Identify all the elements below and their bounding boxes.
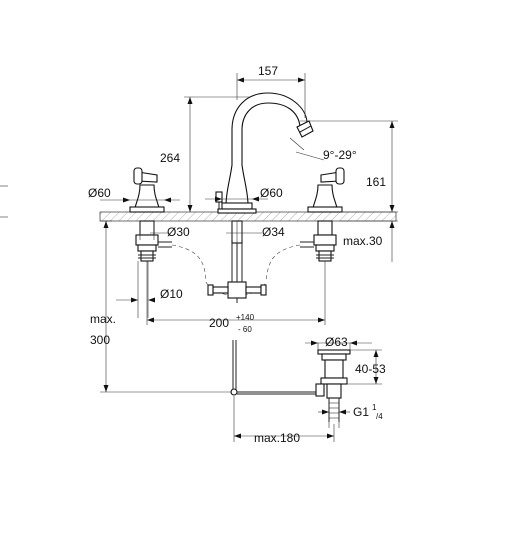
label-waste-thread-den: /4 (376, 412, 383, 421)
label-waste-thread: G1 (353, 405, 369, 419)
right-handle (300, 167, 345, 262)
label-handle-diameter: Ø60 (88, 186, 111, 200)
label-centres-minus: - 60 (238, 325, 252, 334)
label-depth-2: 300 (90, 333, 110, 347)
label-waste-height: 40-53 (355, 362, 386, 376)
label-hose-diameter: Ø10 (160, 287, 183, 301)
dimension-labels: 157 264 9°-29° 161 Ø60 Ø60 Ø30 Ø34 max.3… (88, 64, 386, 445)
label-161: 161 (366, 175, 386, 189)
dimension-lines (100, 73, 398, 442)
label-depth-1: max. (90, 312, 116, 326)
label-deck-thickness: max.30 (343, 234, 383, 248)
label-handle-hole: Ø30 (167, 225, 190, 239)
label-264: 264 (160, 151, 180, 165)
label-waste-thread-num: 1 (372, 403, 377, 412)
left-handle (129, 167, 172, 262)
label-spout-diameter: Ø60 (260, 186, 283, 200)
label-centres: 200 (209, 316, 229, 330)
label-rod-length: max.180 (254, 431, 300, 445)
label-157: 157 (258, 64, 278, 78)
label-waste-diameter: Ø63 (325, 335, 348, 349)
label-centres-plus: +140 (236, 313, 255, 322)
countertop (0, 185, 397, 222)
label-spout-hole: Ø34 (262, 225, 285, 239)
label-angle: 9°-29° (323, 148, 357, 162)
hoses (171, 243, 301, 303)
pop-up-waste (230, 340, 351, 422)
